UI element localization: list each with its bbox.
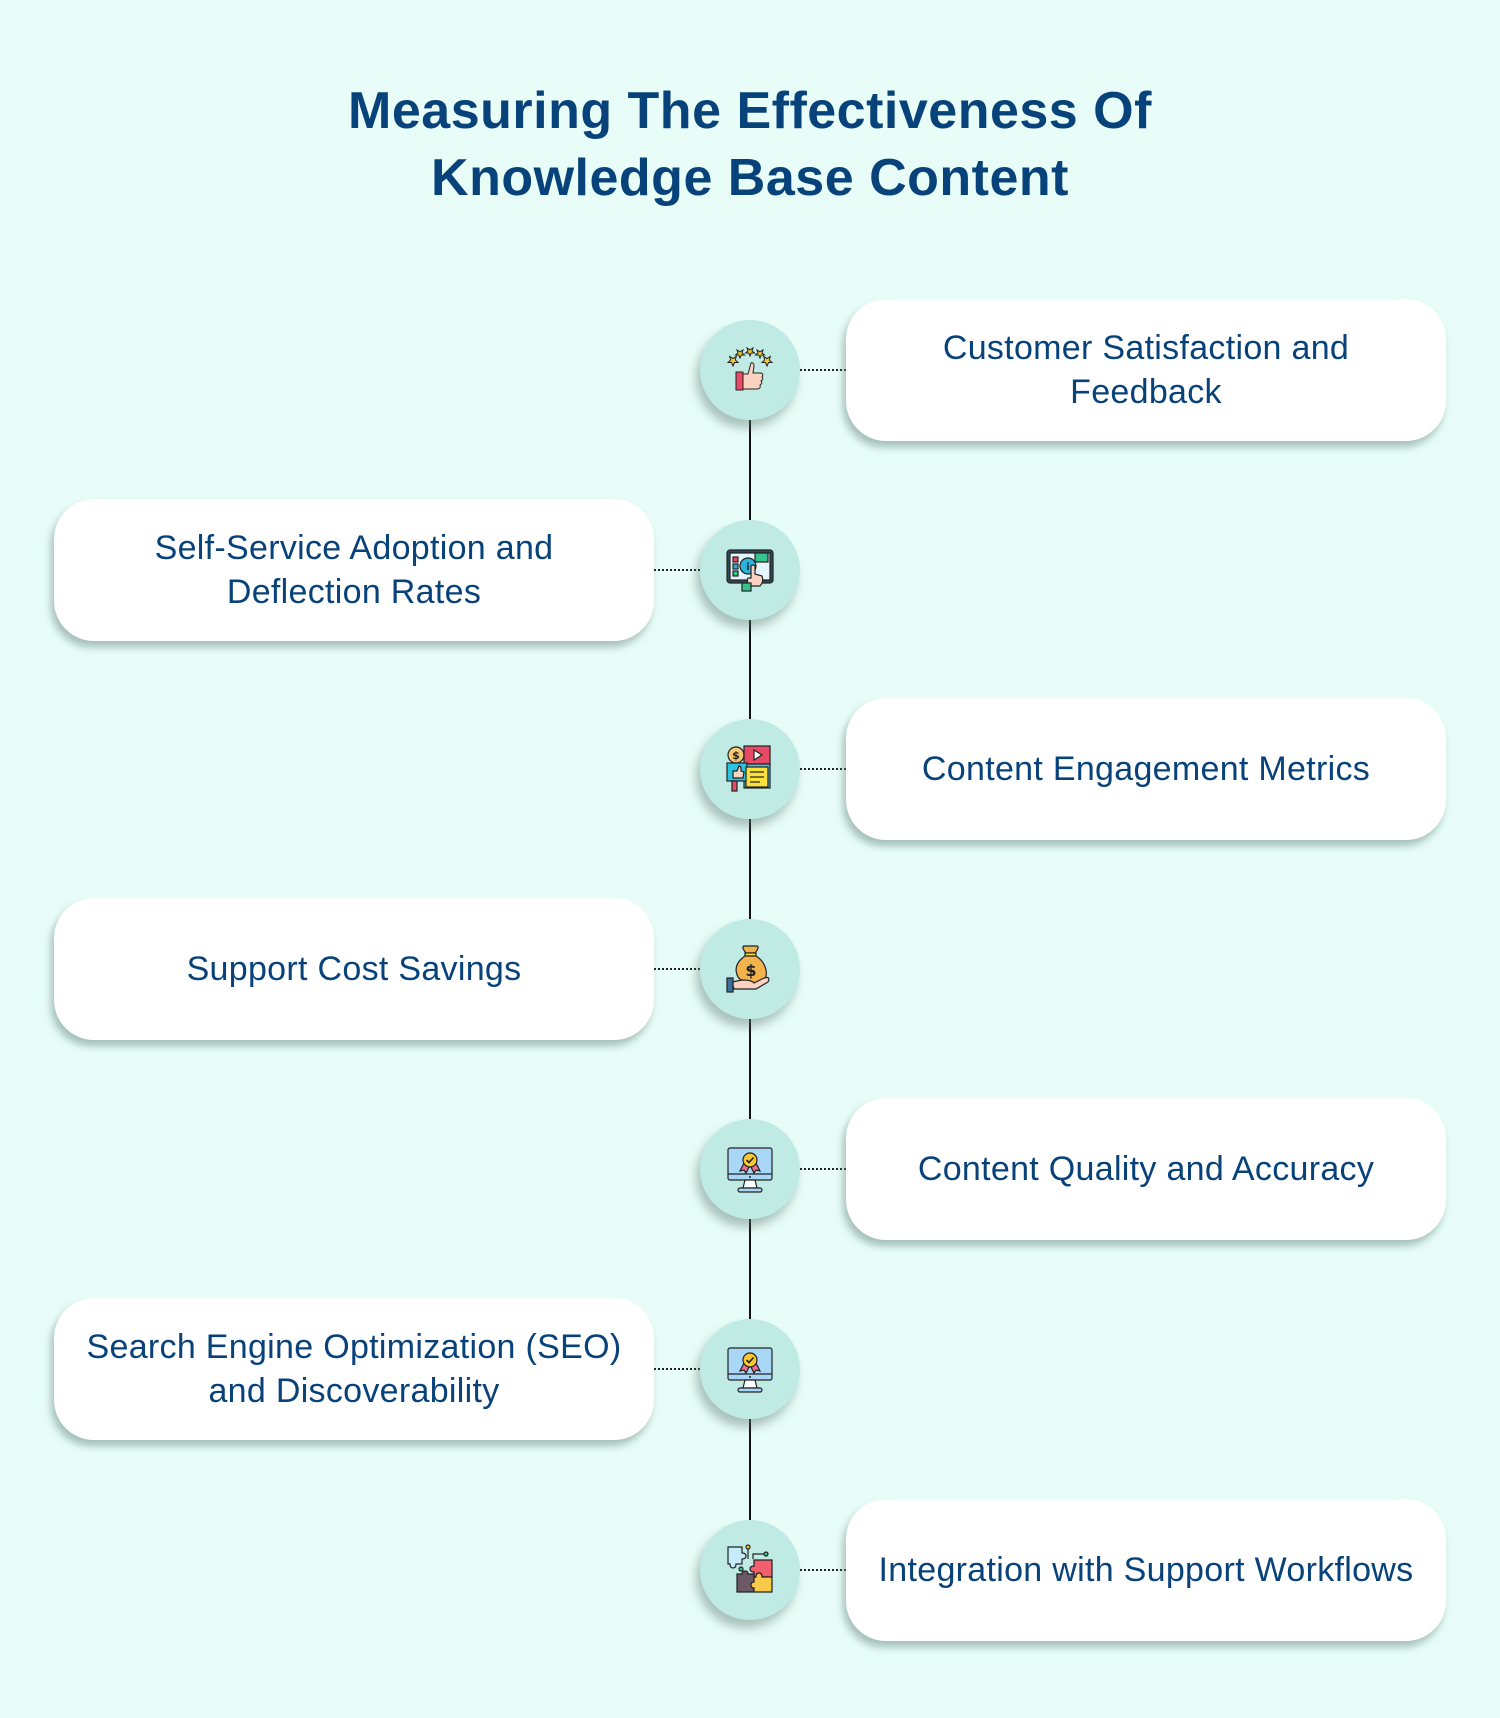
metric-label: Search Engine Optimization (SEO) and Dis…: [86, 1328, 622, 1410]
social-media-engagement-icon: $: [726, 745, 771, 792]
monitor-badge-icon: [727, 1147, 773, 1193]
metric-card: Content Quality and Accuracy: [846, 1098, 1446, 1240]
touchscreen-info-icon: i: [726, 549, 774, 592]
monitor-badge-icon: [727, 1347, 773, 1393]
metric-label: Content Quality and Accuracy: [917, 1150, 1375, 1188]
metric-card: Integration with Support Workflows: [846, 1499, 1446, 1641]
metric-card: Search Engine Optimization (SEO) and Dis…: [54, 1298, 654, 1440]
connector-dotted: [654, 1368, 700, 1370]
metric-label: Support Cost Savings: [186, 950, 522, 988]
svg-text:i: i: [746, 562, 749, 573]
timeline-node: i: [700, 520, 800, 620]
metric-label: Customer Satisfaction and Feedback: [942, 329, 1350, 411]
connector-dotted: [800, 1168, 846, 1170]
connector-dotted: [654, 968, 700, 970]
page-title: Measuring The Effectiveness Of Knowledge…: [0, 78, 1500, 212]
svg-text:$: $: [745, 961, 756, 980]
timeline-node: [700, 1319, 800, 1419]
metric-label: Self-Service Adoption and Deflection Rat…: [154, 529, 554, 611]
connector-dotted: [800, 369, 846, 371]
timeline-node: [700, 1520, 800, 1620]
connector-dotted: [654, 569, 700, 571]
metric-card: Customer Satisfaction and Feedback: [846, 299, 1446, 441]
metric-label: Integration with Support Workflows: [878, 1551, 1414, 1589]
metric-card: Self-Service Adoption and Deflection Rat…: [54, 499, 654, 641]
metric-card: Content Engagement Metrics: [846, 698, 1446, 840]
thumbs-up-stars-icon: [726, 346, 774, 391]
timeline-node: $: [700, 919, 800, 1019]
metric-label: Content Engagement Metrics: [921, 750, 1371, 788]
connector-dotted: [800, 1569, 846, 1571]
timeline-node: [700, 320, 800, 420]
connector-dotted: [800, 768, 846, 770]
title-line-2: Knowledge Base Content: [431, 149, 1069, 207]
title-line-1: Measuring The Effectiveness Of: [348, 82, 1152, 140]
metric-card: Support Cost Savings: [54, 898, 654, 1040]
money-bag-hand-icon: $: [726, 945, 770, 993]
timeline-node: $: [700, 719, 800, 819]
svg-text:$: $: [732, 749, 740, 762]
puzzle-pieces-icon: [727, 1544, 773, 1593]
timeline-node: [700, 1119, 800, 1219]
